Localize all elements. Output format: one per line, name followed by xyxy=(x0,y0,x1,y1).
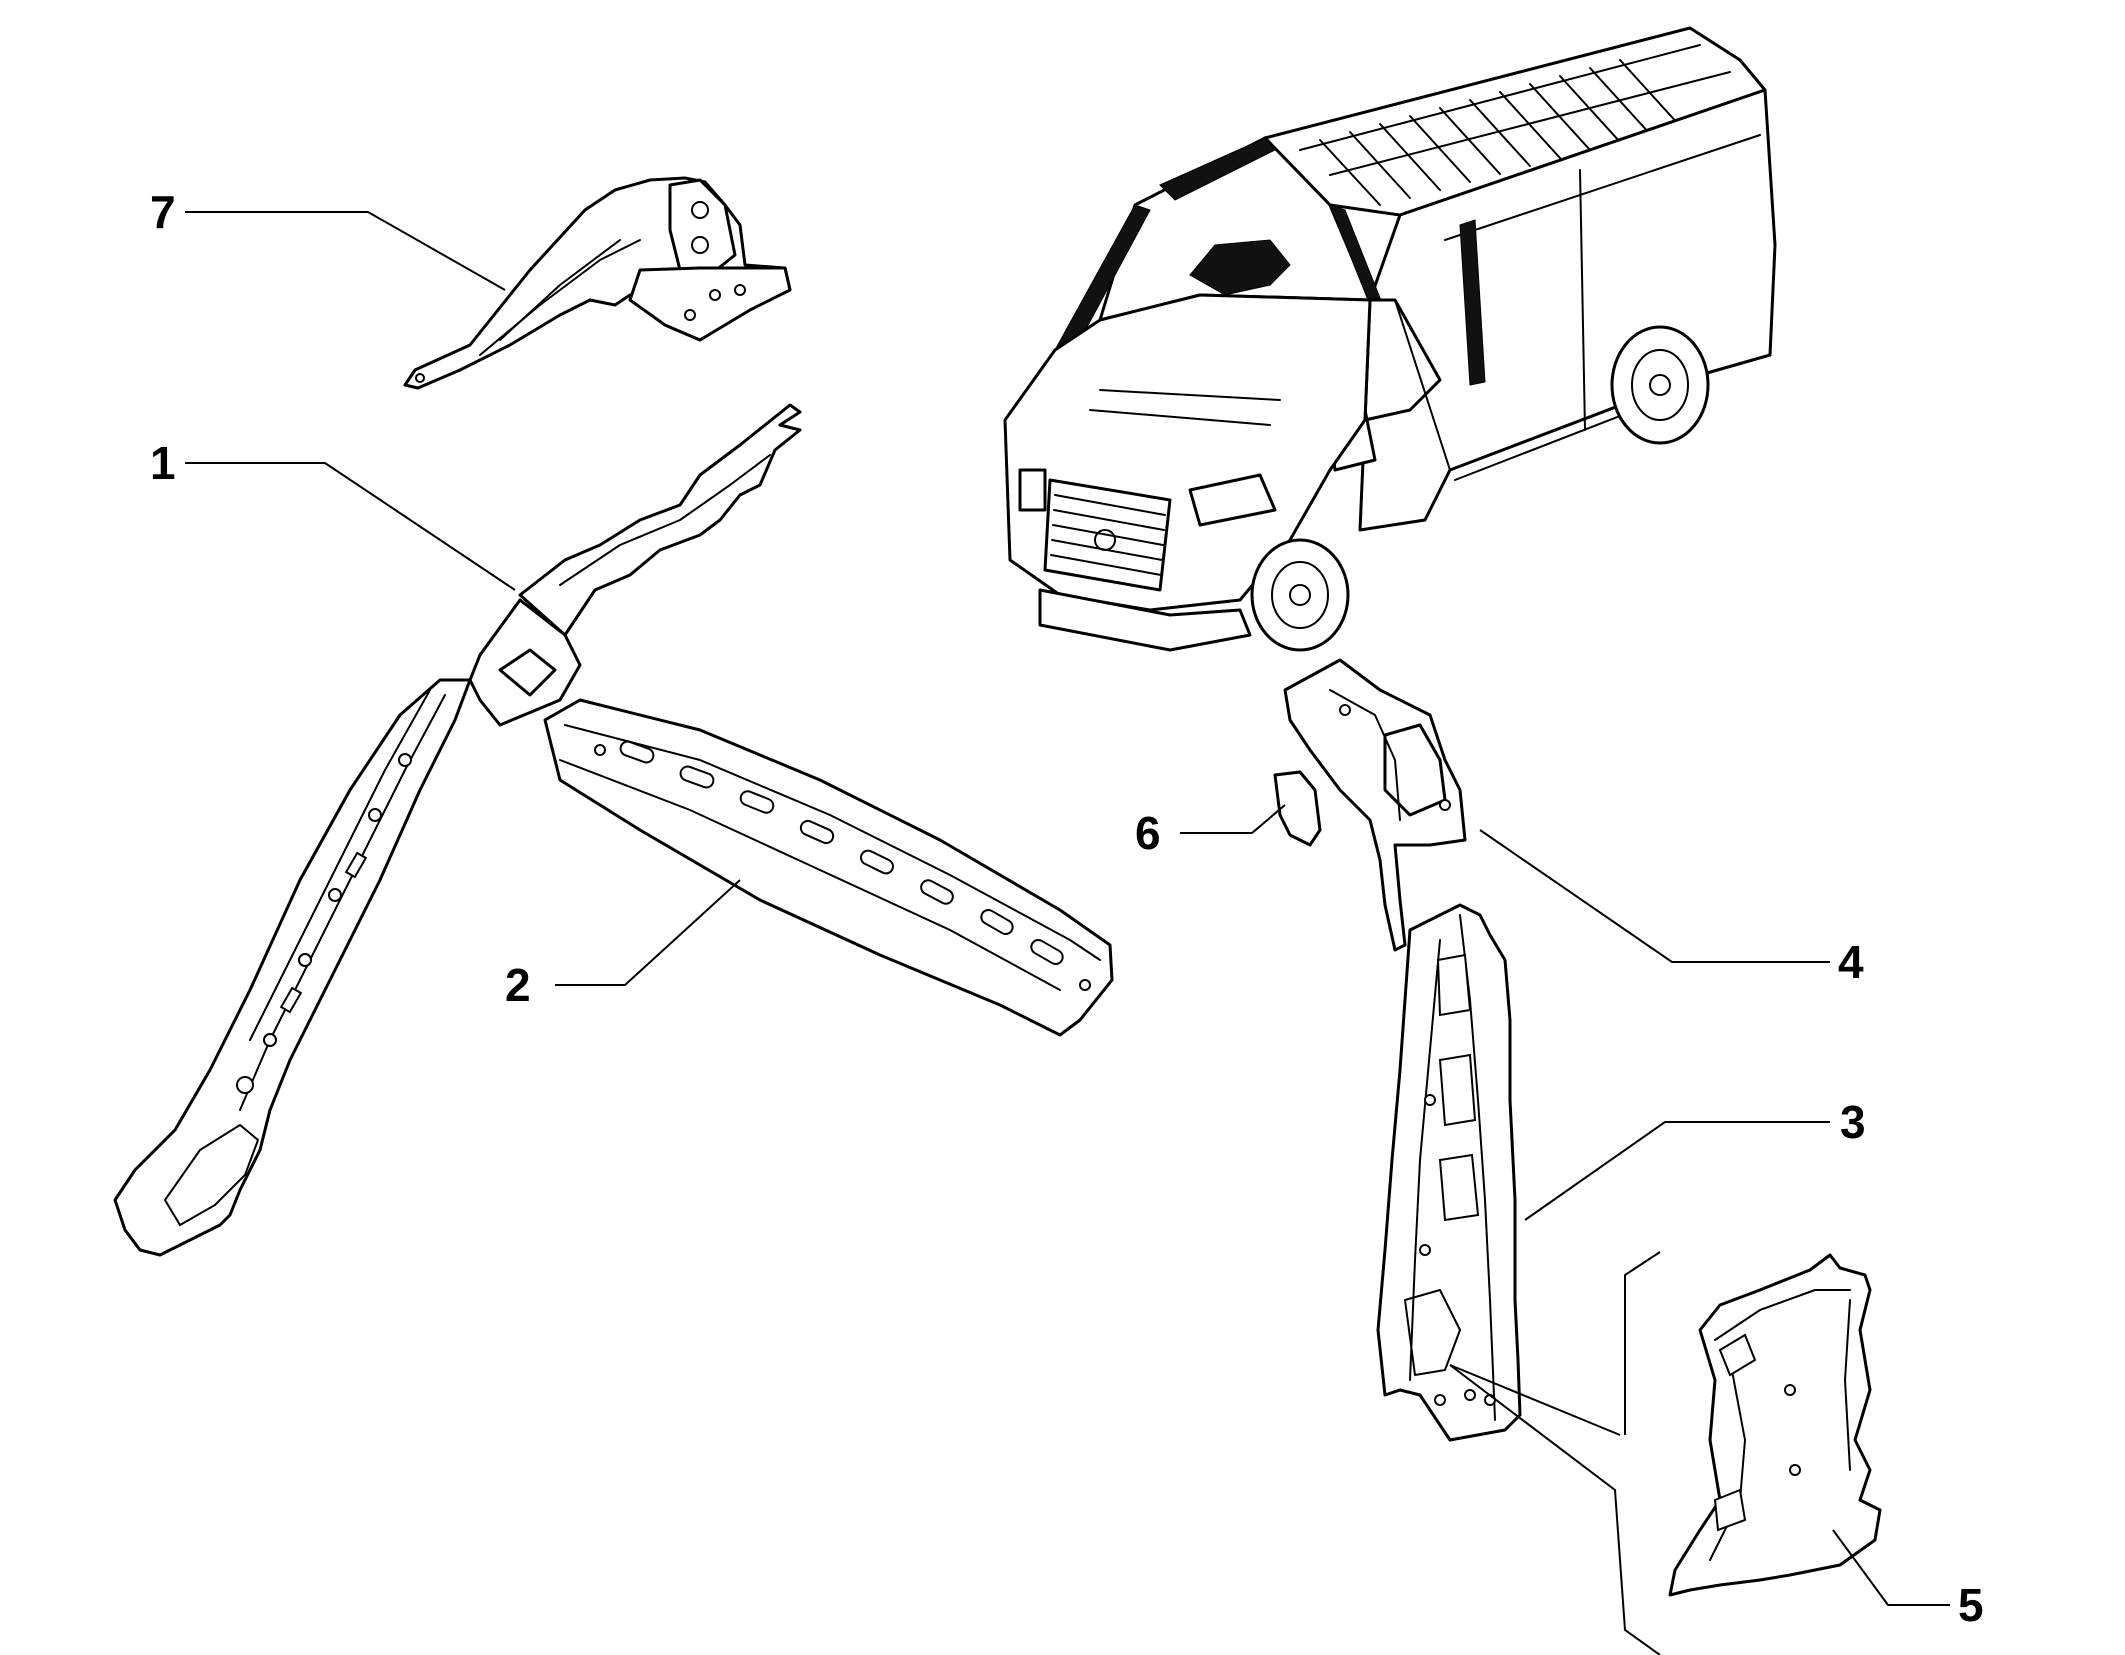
leader-5-sub xyxy=(1449,1364,1621,1436)
callout-3: 3 xyxy=(1840,1096,1866,1148)
leader-7 xyxy=(185,211,506,291)
callout-5: 5 xyxy=(1958,1579,1984,1631)
leader-4 xyxy=(1479,829,1830,963)
callout-6: 6 xyxy=(1135,807,1161,859)
leader-6 xyxy=(1180,804,1286,834)
part-7-bracket xyxy=(403,176,792,390)
callout-labels: 7 1 2 6 4 3 5 xyxy=(150,186,1984,1631)
part-4-upper-reinforcement xyxy=(1283,658,1467,952)
leader-5 xyxy=(1832,1529,1950,1606)
callout-7: 7 xyxy=(150,186,176,238)
leader-lines xyxy=(185,211,1950,1655)
callout-1: 1 xyxy=(150,437,176,489)
part-2-cross-member xyxy=(543,698,1114,1037)
part-3-b-pillar xyxy=(1376,903,1522,1442)
part-5-inner-panel xyxy=(1668,1253,1882,1597)
callout-2: 2 xyxy=(505,959,531,1011)
leader-2 xyxy=(555,879,741,986)
van-illustration xyxy=(1003,26,1777,652)
leader-1 xyxy=(185,462,516,591)
part-6-patch xyxy=(1273,770,1322,847)
callout-4: 4 xyxy=(1838,936,1864,988)
leader-5-sub2 xyxy=(1449,1364,1661,1655)
part-1-a-pillar xyxy=(0,0,802,1257)
leader-3 xyxy=(1524,1121,1830,1221)
bracket-line-5 xyxy=(1624,1251,1661,1435)
